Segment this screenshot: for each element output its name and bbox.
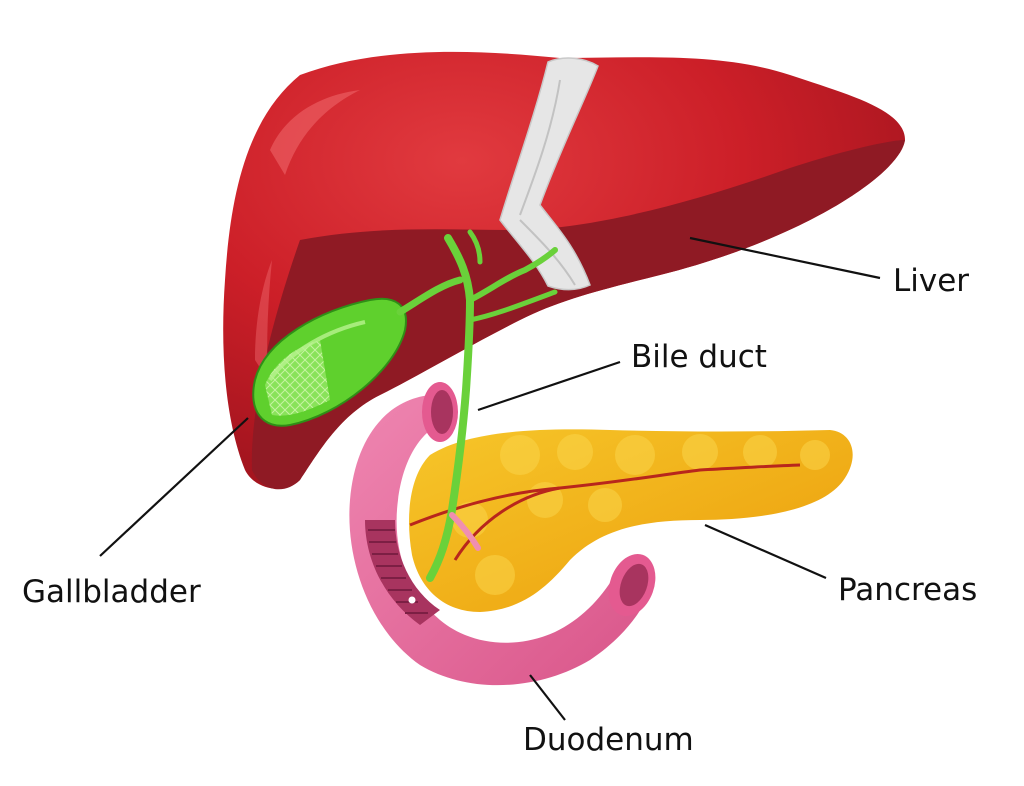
leader-pancreas bbox=[705, 525, 826, 578]
label-bile-duct: Bile duct bbox=[631, 342, 767, 373]
label-liver: Liver bbox=[893, 266, 969, 297]
leader-bile-duct bbox=[478, 362, 620, 410]
label-pancreas: Pancreas bbox=[838, 575, 977, 606]
label-gallbladder: Gallbladder bbox=[22, 577, 201, 608]
leader-gallbladder bbox=[100, 418, 248, 556]
leader-liver bbox=[690, 238, 880, 278]
leader-duodenum bbox=[530, 675, 565, 720]
label-duodenum: Duodenum bbox=[523, 725, 694, 756]
